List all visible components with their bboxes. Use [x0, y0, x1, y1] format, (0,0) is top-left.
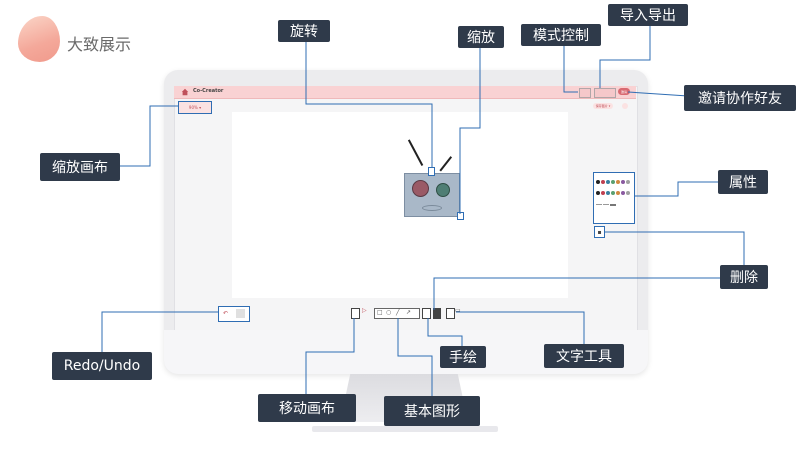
app-name: Co-Creator: [193, 88, 224, 94]
color-swatch[interactable]: [621, 191, 625, 195]
settings-dot-icon[interactable]: [622, 103, 628, 109]
home-icon[interactable]: [181, 88, 189, 96]
callout-scale: 缩放: [458, 26, 504, 48]
freehand-color[interactable]: [433, 308, 441, 319]
invite-button[interactable]: 邀请: [618, 88, 630, 95]
callout-freehand: 手绘: [440, 346, 486, 368]
callout-text-tool: 文字工具: [544, 344, 624, 368]
color-swatch[interactable]: [611, 191, 615, 195]
color-swatch[interactable]: [606, 191, 610, 195]
robot-mouth[interactable]: [422, 205, 442, 211]
robot-eye-right[interactable]: [436, 183, 450, 197]
stroke-width-row[interactable]: [596, 202, 632, 206]
color-swatch[interactable]: [611, 180, 615, 184]
callout-zoom-canvas: 缩放画布: [40, 153, 120, 181]
monitor-stand-foot: [312, 426, 498, 432]
rect-shape-icon[interactable]: □: [377, 309, 383, 316]
redo-icon[interactable]: [236, 309, 245, 318]
redo-undo-group: ↶: [218, 306, 250, 322]
callout-delete: 删除: [720, 265, 768, 289]
basic-shapes-group[interactable]: □ ○ ╱ ↗: [374, 308, 420, 319]
color-swatch[interactable]: [621, 180, 625, 184]
freehand-tool[interactable]: [422, 308, 431, 319]
drawing-canvas[interactable]: [232, 112, 568, 298]
color-swatch[interactable]: [616, 191, 620, 195]
app-topbar: [174, 86, 636, 99]
color-swatch[interactable]: [601, 180, 605, 184]
import-export-button[interactable]: [594, 88, 616, 98]
color-swatch[interactable]: [596, 180, 600, 184]
ellipse-shape-icon[interactable]: ○: [386, 309, 392, 316]
properties-panel[interactable]: [593, 172, 635, 224]
fill-color-row[interactable]: [596, 191, 632, 195]
callout-move-canvas: 移动画布: [258, 394, 356, 422]
color-swatch[interactable]: [616, 180, 620, 184]
color-swatch[interactable]: [626, 180, 630, 184]
text-tool[interactable]: [446, 308, 455, 319]
robot-eye-left[interactable]: [412, 180, 429, 197]
callout-invite-friend: 邀请协作好友: [684, 85, 796, 111]
callout-basic-shapes: 基本图形: [384, 396, 480, 426]
stroke-color-row[interactable]: [596, 180, 632, 184]
callout-properties: 属性: [718, 170, 768, 194]
arrow-shape-icon[interactable]: ↗: [406, 309, 412, 316]
line-shape-icon[interactable]: ╱: [396, 309, 400, 316]
callout-rotate: 旋转: [278, 20, 330, 42]
brand-logo: [18, 16, 60, 62]
color-swatch[interactable]: [626, 191, 630, 195]
color-swatch[interactable]: [601, 191, 605, 195]
callout-mode-control: 模式控制: [521, 24, 601, 46]
zoom-canvas-control[interactable]: 90% ▾: [178, 101, 212, 114]
page-title: 大致展示: [67, 35, 132, 54]
callout-import-export: 导入导出: [608, 4, 688, 26]
color-swatch[interactable]: [596, 191, 600, 195]
color-swatch[interactable]: [606, 180, 610, 184]
mode-control-button[interactable]: [579, 88, 591, 98]
undo-icon[interactable]: ↶: [223, 310, 229, 317]
select-pointer-icon[interactable]: ▷: [362, 307, 367, 314]
export-image-pill[interactable]: 保存图片 ▾: [593, 103, 613, 109]
trash-icon[interactable]: ▭: [455, 307, 461, 314]
callout-redo-undo: Redo/Undo: [52, 352, 152, 380]
move-canvas-tool[interactable]: [351, 308, 360, 319]
